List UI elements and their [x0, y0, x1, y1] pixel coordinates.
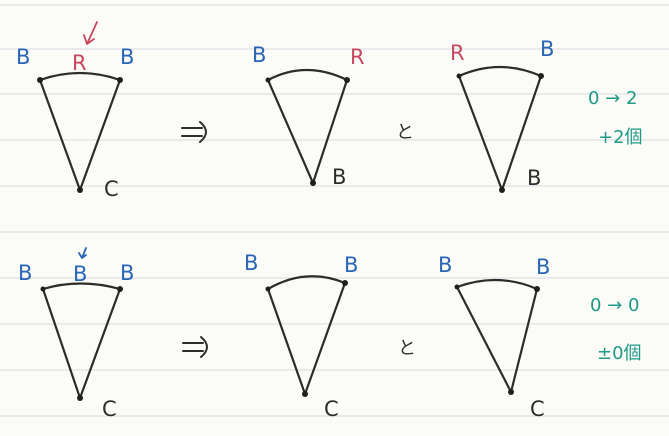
row1-sector-2: B R B	[252, 43, 365, 189]
row1-d3-right-label: B	[540, 37, 554, 61]
row1-d1-mid-label: R	[72, 51, 87, 75]
row1-sector-2-vertex-right	[344, 77, 350, 83]
row1-d2-left-label: B	[252, 43, 266, 67]
row1-sector-3-vertex-left	[456, 73, 462, 79]
row1-sector-3-vertex-right	[538, 73, 544, 79]
row2-sector-1: B B B C	[18, 247, 134, 421]
row2-and-label: と	[398, 338, 416, 359]
row1-sector-1-vertex-bottom	[77, 187, 83, 193]
row1-implies-arrow	[181, 121, 207, 143]
row2-sector-2-vertex-bottom	[302, 391, 308, 397]
row2-d3-right-label: B	[536, 255, 550, 279]
row2-sector-2-outline	[266, 275, 347, 396]
row2-sector-3: B B C	[438, 253, 550, 421]
row1-d1-right-label: B	[120, 45, 134, 69]
row2-sector-3-outline	[455, 278, 539, 394]
row2-sector-2: B B C	[244, 251, 358, 421]
row2-d3-left-label: B	[438, 253, 452, 277]
row2-implies-arrow	[182, 336, 208, 358]
row1-sector-1: B R B C	[16, 21, 134, 201]
row1-d2-bottom-label: B	[332, 165, 346, 189]
row2-d1-bottom-label: C	[102, 397, 117, 421]
row2-d1-right-label: B	[120, 261, 134, 285]
row2-d1-mid-label: B	[73, 262, 87, 286]
row1-d3-left-label: R	[450, 41, 465, 65]
row1-note-line1: 0 → 2	[588, 88, 637, 109]
row2-sector-3-vertex-right	[534, 286, 540, 292]
ruled-lines	[0, 4, 669, 417]
row2-sector-1-vertex-right	[117, 286, 123, 292]
row2-sector-3-vertex-left	[454, 284, 460, 290]
row2-note-line2: ±0個	[597, 343, 642, 364]
row2-d3-bottom-label: C	[530, 397, 545, 421]
row2-sector-1-vertex-left	[40, 286, 46, 292]
row1-sector-1-outline	[38, 71, 122, 192]
row1-d2-right-label: R	[350, 45, 365, 69]
row2-sector-2-vertex-left	[265, 286, 271, 292]
row2-note-line1: 0 → 0	[590, 295, 639, 316]
row2-sector-2-vertex-right	[342, 280, 348, 286]
row1-sector-3-vertex-bottom	[499, 187, 505, 193]
row1-note-line2: +2個	[598, 127, 643, 148]
row1-and-label: と	[396, 122, 414, 143]
row2-d2-right-label: B	[344, 253, 358, 277]
row2-d1-left-label: B	[18, 261, 32, 285]
row1-d3-bottom-label: B	[527, 166, 541, 190]
row1-d1-left-label: B	[16, 45, 30, 69]
row1-pointer-arrow	[83, 21, 98, 45]
row2-sector-3-vertex-bottom	[508, 389, 514, 395]
row1-sector-1-vertex-left	[37, 77, 43, 83]
row1-sector-2-vertex-bottom	[310, 180, 316, 186]
row2-sector-1-outline	[41, 282, 122, 400]
row2-sector-1-vertex-bottom	[77, 395, 83, 401]
row1-sector-3: R B B	[450, 37, 554, 193]
row1-d1-bottom-label: C	[104, 177, 119, 201]
row1-sector-1-vertex-right	[117, 77, 123, 83]
row2-pointer-arrow	[78, 247, 87, 259]
row2-d2-bottom-label: C	[324, 397, 339, 421]
row2-d2-left-label: B	[244, 251, 258, 275]
row1-sector-2-vertex-left	[265, 77, 271, 83]
